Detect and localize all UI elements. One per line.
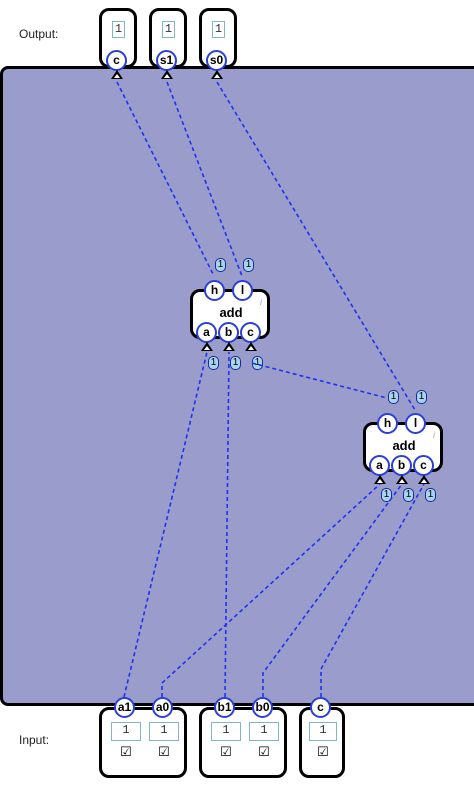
- circuit-canvas[interactable]: [0, 66, 474, 706]
- output-terminal-s1[interactable]: 1: [149, 8, 187, 68]
- add-gate-2-connector-a: [374, 475, 386, 484]
- input-value-a0[interactable]: 1: [149, 722, 179, 741]
- add-gate-1-connector-b: [223, 342, 235, 351]
- input-terminal-a[interactable]: 1 1 ☑ ☑: [99, 707, 187, 778]
- input-value-b1[interactable]: 1: [211, 722, 241, 741]
- add-gate-2-connector-c: [418, 475, 430, 484]
- add-gate-1-title: add: [219, 305, 243, 320]
- input-value-a1[interactable]: 1: [111, 722, 141, 741]
- add-gate-1-connector-c: [245, 342, 257, 351]
- add-gate-2-badge-c: 1: [425, 488, 436, 502]
- output-terminal-s0[interactable]: 1: [199, 8, 237, 68]
- add-gate-1-badge-h: 1: [215, 258, 226, 272]
- output-pin-c[interactable]: c: [106, 50, 127, 71]
- add-gate-2-badge-h: 1: [388, 390, 399, 404]
- input-checkbox-b1[interactable]: ☑: [220, 744, 232, 759]
- input-terminal-b[interactable]: 1 1 ☑ ☑: [199, 707, 287, 778]
- add-gate-1-pin-h[interactable]: h: [204, 280, 225, 301]
- add-gate-2-connector-b: [396, 475, 408, 484]
- add-gate-1-badge-b: 1: [230, 356, 241, 370]
- input-pin-b0[interactable]: b0: [252, 697, 273, 718]
- output-pin-s0[interactable]: s0: [206, 50, 227, 71]
- add-gate-2-badge-a: 1: [381, 488, 392, 502]
- input-pin-c[interactable]: c: [310, 697, 331, 718]
- add-gate-2-badge-l: 1: [416, 390, 427, 404]
- add-gate-1-connector-a: [201, 342, 213, 351]
- add-gate-2-pin-b[interactable]: b: [391, 455, 412, 476]
- input-label: Input:: [19, 733, 50, 747]
- input-pin-b1[interactable]: b1: [214, 697, 235, 718]
- input-checkbox-c[interactable]: ☑: [317, 744, 329, 759]
- add-gate-2-pin-h[interactable]: h: [377, 413, 398, 434]
- input-checkbox-b0[interactable]: ☑: [258, 744, 270, 759]
- add-gate-2-badge-b: 1: [403, 488, 414, 502]
- output-connector-s0: [211, 70, 223, 79]
- input-value-c[interactable]: 1: [309, 722, 337, 741]
- add-gate-1-badge-a: 1: [208, 356, 219, 370]
- input-checkbox-a0[interactable]: ☑: [158, 744, 170, 759]
- add-gate-2-title: add: [392, 438, 416, 453]
- add-gate-2-pin-l[interactable]: l: [405, 413, 426, 434]
- add-gate-1-pin-a[interactable]: a: [196, 322, 217, 343]
- input-pin-a0[interactable]: a0: [152, 697, 173, 718]
- output-label: Output:: [19, 27, 59, 41]
- add-gate-1-pin-l[interactable]: l: [232, 280, 253, 301]
- output-value-s0: 1: [212, 21, 225, 38]
- output-connector-s1: [161, 70, 173, 79]
- input-value-b0[interactable]: 1: [249, 722, 279, 741]
- add-gate-1-badge-l: 1: [243, 258, 254, 272]
- output-value-s1: 1: [162, 21, 175, 38]
- output-pin-s1[interactable]: s1: [156, 50, 177, 71]
- output-connector-c: [111, 70, 123, 79]
- add-gate-2-mark: i: [433, 430, 435, 440]
- add-gate-1-mark: i: [260, 297, 262, 307]
- add-gate-1-pin-c[interactable]: c: [240, 322, 261, 343]
- input-pin-a1[interactable]: a1: [114, 697, 135, 718]
- input-checkbox-a1[interactable]: ☑: [120, 744, 132, 759]
- add-gate-1-pin-b[interactable]: b: [218, 322, 239, 343]
- add-gate-1-badge-c: 1: [252, 356, 263, 370]
- add-gate-2-pin-c[interactable]: c: [413, 455, 434, 476]
- add-gate-2-pin-a[interactable]: a: [369, 455, 390, 476]
- output-value-c: 1: [112, 21, 125, 38]
